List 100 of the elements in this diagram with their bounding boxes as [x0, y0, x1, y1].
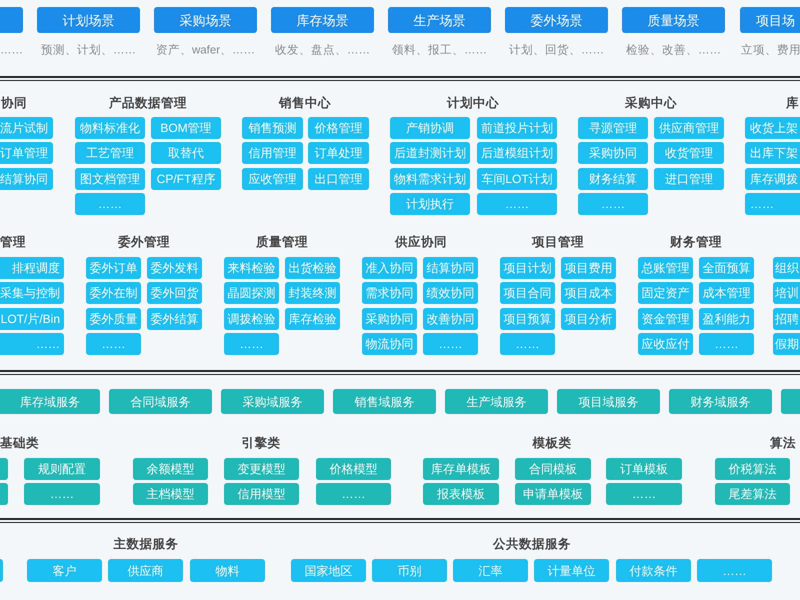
module-box: 调拨检验: [224, 308, 279, 330]
description-text: 预测、计划、……: [41, 44, 136, 58]
module-box: 项目计划: [500, 257, 555, 279]
module-box: ……: [224, 333, 279, 355]
module-box: 物流协同: [362, 333, 417, 355]
module-box: 库存调拨: [745, 168, 800, 190]
component-box: 订单模板: [606, 458, 682, 480]
module-box: 产销协调: [390, 117, 470, 139]
module-box: ……: [75, 193, 145, 215]
module-box: 库存检验: [285, 308, 340, 330]
module-box: ……: [423, 333, 478, 355]
module-box: 采购协同: [578, 142, 648, 164]
component-box: 信用模型: [224, 483, 299, 505]
group-title: 质量管理: [256, 234, 308, 250]
component-box: [0, 483, 8, 505]
data-box: 客户: [27, 559, 102, 582]
module-box: 寻源管理: [578, 117, 648, 139]
module-box: 结算协同: [0, 168, 53, 190]
module-box: 培训: [773, 282, 800, 304]
data-box: ……: [697, 559, 772, 582]
module-box: 财务结算: [578, 168, 648, 190]
module-box: 来料检验: [224, 257, 279, 279]
description-text: ……: [0, 44, 23, 58]
data-box: 汇率: [453, 559, 528, 582]
description-text: 收发、盘点、……: [275, 44, 370, 58]
module-box: ……: [86, 333, 141, 355]
module-box: ……: [578, 193, 648, 215]
component-box: 规则配置: [24, 458, 100, 480]
module-box: 出口管理: [308, 168, 369, 190]
module-box: 委外质量: [86, 308, 141, 330]
group-title: 计划中心: [447, 96, 499, 110]
module-box: 项目预算: [500, 308, 555, 330]
module-box: 车间LOT计划: [477, 168, 557, 190]
module-box: 需求协同: [362, 282, 417, 304]
module-box: 委外发料: [147, 257, 202, 279]
module-box: 订单管理: [0, 142, 53, 164]
description-text: 资产、wafer、……: [156, 44, 256, 58]
module-box: 后道封测计划: [390, 142, 470, 164]
group-title: 模板类: [532, 436, 572, 450]
group-title: 采购中心: [625, 96, 677, 110]
module-box: 委外结算: [147, 308, 202, 330]
data-box: 币别: [372, 559, 447, 582]
module-box: 总账管理: [638, 257, 693, 279]
service-box: 合同域服务: [109, 389, 212, 414]
module-box: 成本管理: [699, 282, 754, 304]
group-title: 协同: [1, 96, 27, 110]
scenario-box: 委外场景: [505, 7, 608, 33]
module-box: 招聘: [773, 308, 800, 330]
component-box: 申请单模板: [515, 483, 591, 505]
scenario-box: [0, 7, 23, 33]
service-box: 销售域服务: [333, 389, 436, 414]
module-box: BOM管理: [151, 117, 221, 139]
group-title: 销售中心: [279, 96, 331, 110]
component-box: 报表模板: [423, 483, 499, 505]
group-title: 主数据服务: [114, 536, 178, 552]
group-title: 引擎类: [242, 436, 280, 450]
module-box: 收货上架: [745, 117, 800, 139]
component-box: 尾差算法: [715, 483, 790, 505]
description-text: 检验、改善、……: [626, 44, 721, 58]
group-title: 供应协同: [395, 234, 447, 250]
module-box: 出货检验: [285, 257, 340, 279]
module-box: 流片试制: [0, 117, 53, 139]
scenario-box: 生产场景: [388, 7, 491, 33]
module-box: 计划执行: [390, 193, 470, 215]
module-box: 采集与控制: [0, 282, 64, 304]
module-box: 销售预测: [242, 117, 303, 139]
module-box: 晶圆探测: [224, 282, 279, 304]
module-box: 出库下架: [745, 142, 800, 164]
data-box: 物料: [190, 559, 265, 582]
module-box: 取替代: [151, 142, 221, 164]
scenario-box: 质量场景: [622, 7, 725, 33]
group-title: 委外管理: [118, 234, 170, 250]
module-box: 物料标准化: [75, 117, 145, 139]
service-box: 采购域服务: [221, 389, 324, 414]
module-box: 组织: [773, 257, 800, 279]
module-box: 准入协同: [362, 257, 417, 279]
group-title: 产品数据管理: [109, 96, 187, 110]
service-box: 项目域服务: [557, 389, 660, 414]
module-box: 价格管理: [308, 117, 369, 139]
module-box: 封装终测: [285, 282, 340, 304]
module-box: 后道模组计划: [477, 142, 557, 164]
group-title: 公共数据服务: [493, 536, 571, 552]
component-box: 价格模型: [316, 458, 391, 480]
component-box: 余额模型: [133, 458, 208, 480]
component-box: 主档模型: [133, 483, 208, 505]
component-box: ……: [24, 483, 100, 505]
data-box: 供应商: [108, 559, 183, 582]
description-text: 计划、回货、……: [509, 44, 604, 58]
data-box: 计量单位: [534, 559, 609, 582]
scenario-box: 项目场: [740, 7, 800, 33]
module-box: 订单处理: [308, 142, 369, 164]
group-title: 管理: [0, 234, 26, 250]
data-box: [0, 559, 3, 582]
module-box: 盈利能力: [699, 308, 754, 330]
module-box: ……: [0, 333, 64, 355]
module-box: ……: [477, 193, 557, 215]
service-box: 库存域服务: [0, 389, 100, 414]
module-box: 委外订单: [86, 257, 141, 279]
description-text: 领料、报工、……: [392, 44, 487, 58]
group-title: 项目管理: [532, 234, 584, 250]
